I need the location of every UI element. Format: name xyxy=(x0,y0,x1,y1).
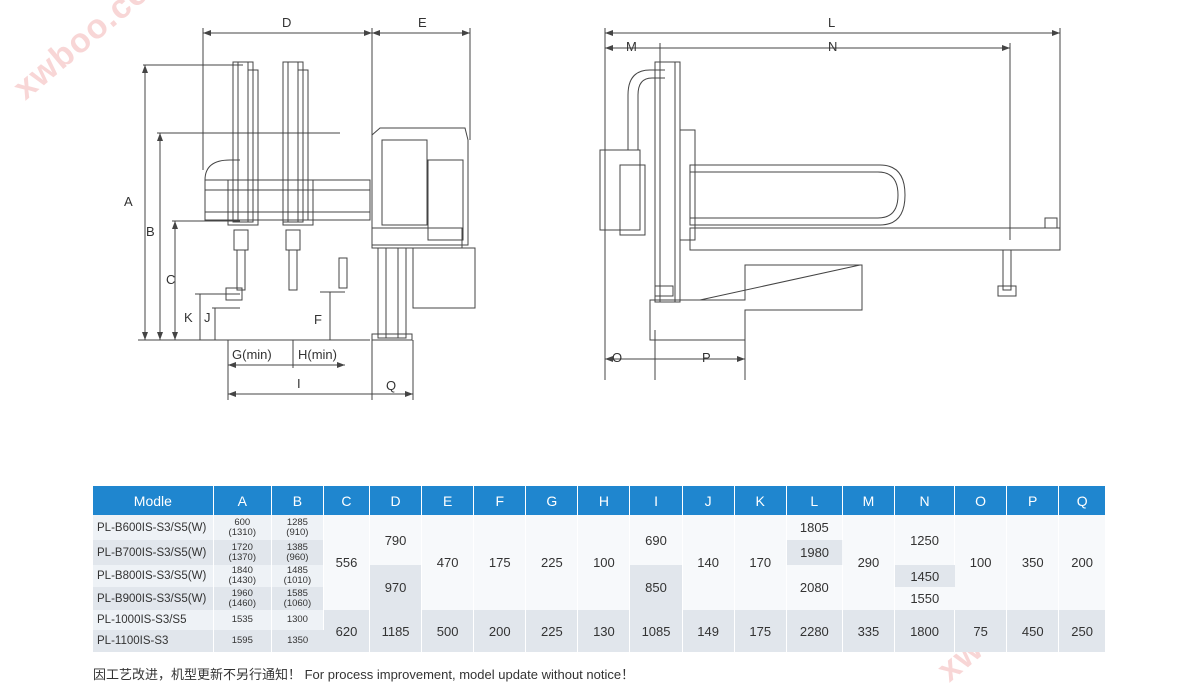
q-cell: 200 xyxy=(1058,515,1105,610)
dim-label-m: M xyxy=(626,39,637,54)
dim-label-i: I xyxy=(297,376,301,391)
k-cell: 170 xyxy=(734,515,787,610)
a-cell: 1535 xyxy=(213,610,272,630)
spec-table: Modle A B C D E F G H I J K L M N O P Q … xyxy=(93,486,1105,652)
a-cell: 1595 xyxy=(213,630,272,652)
b-cell: 1485(1010) xyxy=(271,565,324,587)
model-cell: PL-1000IS-S3/S5 xyxy=(93,610,214,630)
n-cell: 1800 xyxy=(894,610,956,652)
k-cell: 175 xyxy=(734,610,787,652)
b-cell: 1585(1060) xyxy=(271,587,324,610)
technical-drawing: D E A B C K J F G(min) H(min) I Q L M N … xyxy=(124,15,1061,400)
f-cell: 175 xyxy=(473,515,527,610)
d-cell: 790 xyxy=(369,515,423,565)
header-e: E xyxy=(421,486,475,515)
p-cell: 450 xyxy=(1006,610,1060,652)
b-cell: 1285(910) xyxy=(271,515,324,540)
f-cell: 200 xyxy=(473,610,527,652)
table-row: PL-B700IS-S3/S5(W) 1720(1370) 1385(960) … xyxy=(93,540,1105,565)
q-cell: 250 xyxy=(1058,610,1105,652)
o-cell: 100 xyxy=(954,515,1008,610)
header-q: Q xyxy=(1058,486,1105,515)
table-header-row: Modle A B C D E F G H I J K L M N O P Q xyxy=(93,486,1105,515)
header-h: H xyxy=(577,486,631,515)
n-cell: 1550 xyxy=(894,587,955,610)
b-cell: 1300 xyxy=(271,610,324,630)
header-l: L xyxy=(786,486,843,515)
model-cell: PL-B800IS-S3/S5(W) xyxy=(93,565,214,587)
b-cell: 1350 xyxy=(271,630,324,652)
header-a: A xyxy=(213,486,272,515)
a-cell: 1960(1460) xyxy=(213,587,272,610)
o-cell: 75 xyxy=(954,610,1008,652)
header-i: I xyxy=(629,486,683,515)
l-cell: 2280 xyxy=(786,610,843,652)
dim-label-b: B xyxy=(146,224,155,239)
n-cell: 1450 xyxy=(894,565,955,587)
dim-label-d: D xyxy=(282,15,291,30)
header-o: O xyxy=(954,486,1008,515)
dim-label-j: J xyxy=(204,310,211,325)
j-cell: 149 xyxy=(682,610,735,652)
c-cell: 556 xyxy=(323,515,371,610)
model-cell: PL-B900IS-S3/S5(W) xyxy=(93,587,214,610)
m-cell: 335 xyxy=(842,610,895,652)
dim-label-o: O xyxy=(612,350,622,365)
i-cell: 850 xyxy=(629,565,683,610)
p-cell: 350 xyxy=(1006,515,1060,610)
dim-label-c: C xyxy=(166,272,175,287)
i-cell: 690 xyxy=(629,515,683,565)
dim-label-q: Q xyxy=(386,378,396,393)
dim-label-p: P xyxy=(702,350,711,365)
h-cell: 130 xyxy=(577,610,631,652)
table-row: PL-B800IS-S3/S5(W) 1840(1430) 1485(1010)… xyxy=(93,565,1105,610)
m-cell: 290 xyxy=(842,515,895,610)
table-row: PL-1000IS-S3/S5 1535 1300 620 1185 500 2… xyxy=(93,610,1105,652)
dim-label-n: N xyxy=(828,39,837,54)
dim-label-g-min: G(min) xyxy=(232,347,272,362)
header-p: P xyxy=(1006,486,1060,515)
dim-label-k: K xyxy=(184,310,193,325)
header-d: D xyxy=(369,486,423,515)
header-k: K xyxy=(734,486,787,515)
model-cell: PL-1100IS-S3 xyxy=(93,630,214,652)
i-cell: 1085 xyxy=(629,610,683,652)
e-cell: 500 xyxy=(421,610,475,652)
dim-label-l: L xyxy=(828,15,835,30)
h-cell: 100 xyxy=(577,515,631,610)
l-cell: 1805 xyxy=(786,515,843,540)
j-cell: 140 xyxy=(682,515,735,610)
model-cell: PL-B700IS-S3/S5(W) xyxy=(93,540,214,565)
table-row: PL-B900IS-S3/S5(W) 1960(1460) 1585(1060)… xyxy=(93,587,1105,610)
dim-label-e: E xyxy=(418,15,427,30)
header-j: J xyxy=(682,486,735,515)
dim-label-f: F xyxy=(314,312,322,327)
header-g: G xyxy=(525,486,579,515)
b-cell: 1385(960) xyxy=(271,540,324,565)
a-cell: 1720(1370) xyxy=(213,540,272,565)
table-row: PL-B600IS-S3/S5(W) 600(1310) 1285(910) 5… xyxy=(93,515,1105,610)
d-cell: 970 xyxy=(369,565,423,610)
table-row: PL-1100IS-S3 1595 1350 xyxy=(93,630,1105,652)
dim-label-h-min: H(min) xyxy=(298,347,337,362)
a-cell: 1840(1430) xyxy=(213,565,272,587)
header-n: N xyxy=(894,486,956,515)
model-cell: PL-B600IS-S3/S5(W) xyxy=(93,515,214,540)
header-b: B xyxy=(271,486,324,515)
header-c: C xyxy=(323,486,371,515)
l-cell: 1980 xyxy=(786,540,843,565)
header-m: M xyxy=(842,486,895,515)
c-cell: 620 xyxy=(323,610,371,652)
e-cell: 470 xyxy=(421,515,475,610)
d-cell: 1185 xyxy=(369,610,423,652)
header-model: Modle xyxy=(93,486,214,515)
g-cell: 225 xyxy=(525,515,579,610)
header-f: F xyxy=(473,486,527,515)
g-cell: 225 xyxy=(525,610,579,652)
n-cell: 1250 xyxy=(894,515,956,565)
l-cell: 2080 xyxy=(786,565,843,610)
a-cell: 600(1310) xyxy=(213,515,272,540)
footnote: 因工艺改进，机型更新不另行通知！ For process improvement… xyxy=(93,667,635,682)
dim-label-a: A xyxy=(124,194,133,209)
